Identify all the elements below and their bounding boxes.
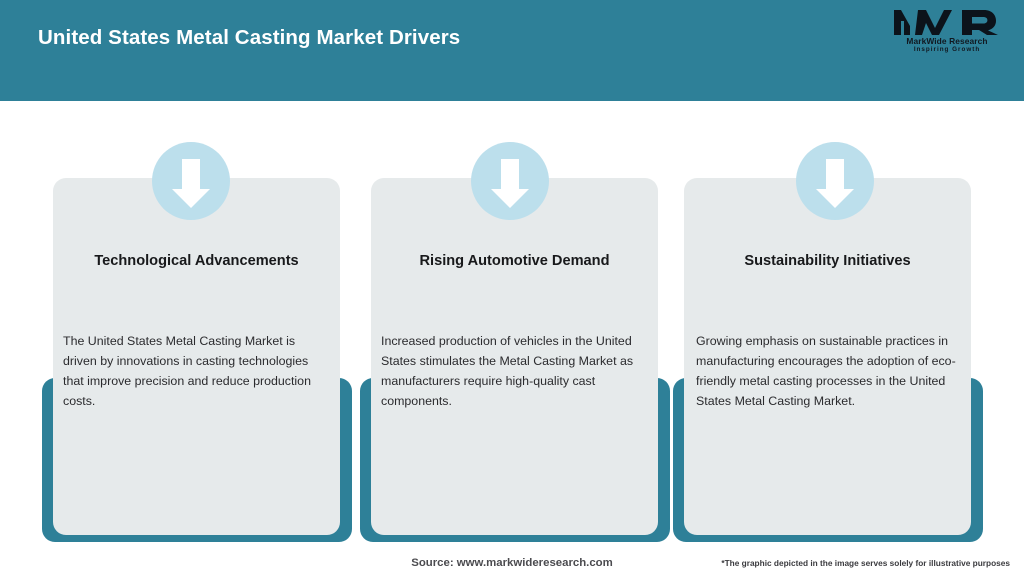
page-title: United States Metal Casting Market Drive… xyxy=(38,26,461,49)
card-body-text: Growing emphasis on sustainable practice… xyxy=(696,334,956,408)
down-arrow-icon xyxy=(172,159,210,208)
brand-logo: MarkWide Research Inspiring Growth xyxy=(888,8,1006,56)
card-body-text: Increased production of vehicles in the … xyxy=(381,334,634,408)
card-title: Technological Advancements xyxy=(94,253,299,269)
card-body-text: The United States Metal Casting Market i… xyxy=(63,334,311,408)
header-bar: United States Metal Casting Market Drive… xyxy=(0,0,1024,101)
disclaimer-label: *The graphic depicted in the image serve… xyxy=(721,558,1010,568)
card-panel xyxy=(684,178,971,535)
card-icon-badge xyxy=(796,142,874,220)
card-icon-badge xyxy=(152,142,230,220)
card-icon-badge xyxy=(471,142,549,220)
card-panel xyxy=(53,178,340,535)
card-title: Sustainability Initiatives xyxy=(744,253,911,269)
down-arrow-icon xyxy=(816,159,854,208)
source-label: Source: www.markwideresearch.com xyxy=(411,557,613,569)
card-panel xyxy=(371,178,658,535)
logo-tagline: Inspiring Growth xyxy=(913,45,981,53)
down-arrow-icon xyxy=(491,159,529,208)
card-title: Rising Automotive Demand xyxy=(419,253,610,269)
mwr-logo-icon xyxy=(894,10,998,35)
logo-company-name: MarkWide Research xyxy=(906,36,988,46)
